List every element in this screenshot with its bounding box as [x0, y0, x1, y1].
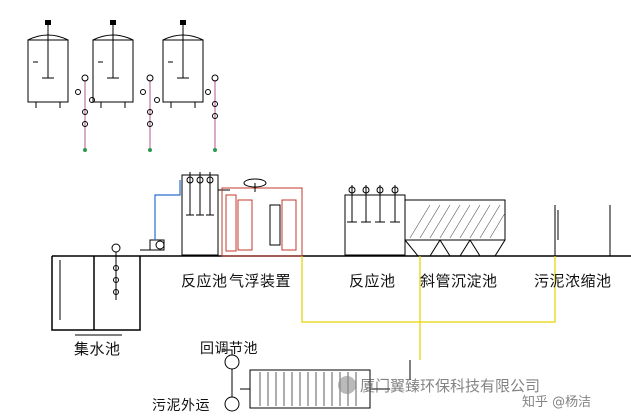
sludge-thickener [554, 205, 611, 256]
watermark-zhihu: 知乎 @杨洁 [522, 395, 592, 410]
skimmer [243, 178, 281, 246]
sludge-pipes [301, 256, 556, 360]
label-reaction-tank-1: 反应池 [181, 272, 228, 290]
level-switch [111, 243, 121, 300]
lift-pump [140, 239, 165, 251]
reaction-tank-2 [344, 194, 406, 256]
dosing-outlets [83, 148, 217, 152]
label-sludge-thickener: 污泥浓缩池 [534, 272, 612, 290]
reaction-mixers-1 [186, 172, 214, 216]
label-inclined-tube-settler: 斜管沉淀池 [420, 272, 498, 290]
watermark-logo-icon [338, 376, 356, 394]
inclined-tube-settler [404, 199, 506, 257]
air-flotation-unit [221, 187, 303, 257]
filter-press [224, 354, 390, 412]
reaction-mixers-2 [347, 185, 400, 223]
watermark-company: 厦门翼臻环保科技有限公司 [360, 377, 541, 395]
label-sludge-outgoing: 污泥外运 [152, 398, 210, 414]
dosing-tanks [27, 22, 204, 108]
inlet-pipe [154, 180, 181, 240]
label-air-flotation: 气浮装置 [229, 272, 292, 290]
label-reaction-tank-2: 反应池 [349, 272, 396, 290]
mixer-heads [45, 20, 186, 25]
dosing-pumps [75, 74, 219, 127]
return-pipe [222, 349, 411, 380]
collection-tank [51, 256, 141, 336]
tube-hatching [409, 204, 506, 239]
label-regulating-tank: 回调节池 [200, 341, 258, 357]
label-collection-tank: 集水池 [74, 340, 121, 358]
